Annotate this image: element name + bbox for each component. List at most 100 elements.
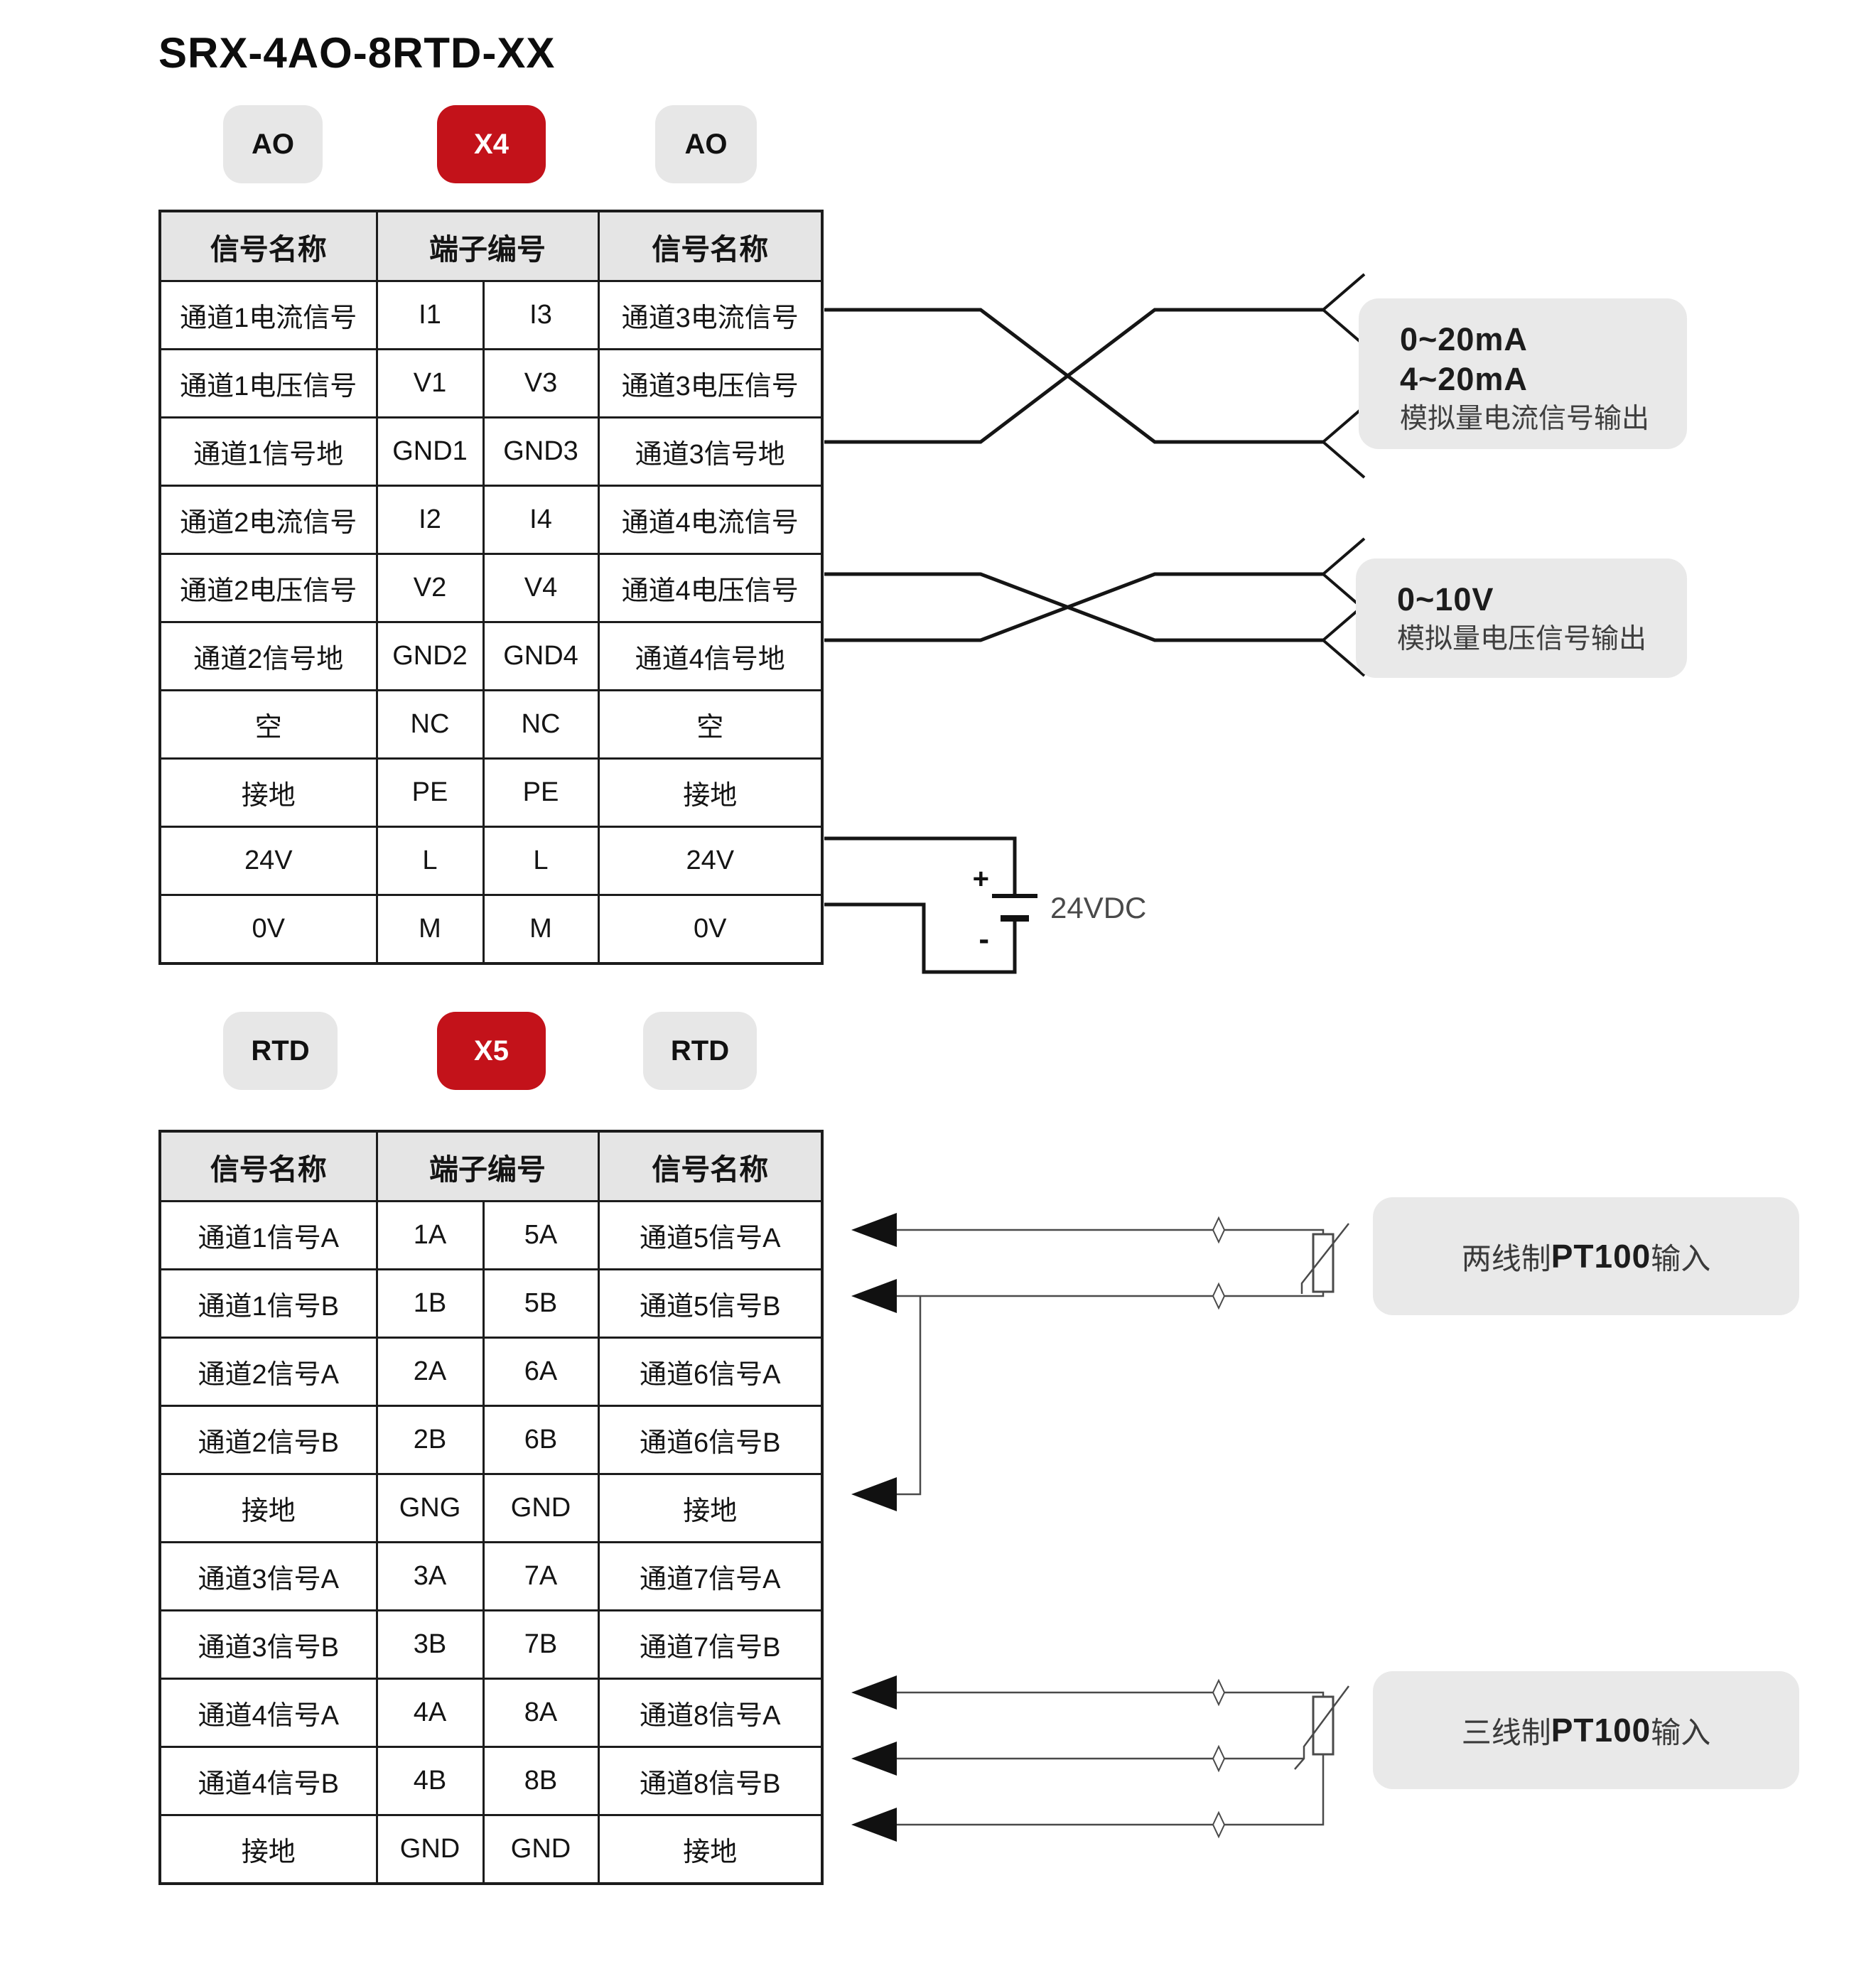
ao-cell-r8-c1: 接地 bbox=[158, 757, 378, 828]
ao-cell-r3-c3: GND3 bbox=[482, 416, 600, 487]
rtd-cell-r1-c2: 1A bbox=[375, 1200, 485, 1270]
rtd-cell-r4-c2: 2B bbox=[375, 1405, 485, 1475]
ao-cell-r6-c3: GND4 bbox=[482, 621, 600, 691]
ao-cell-r1-c4: 通道3电流信号 bbox=[597, 280, 824, 350]
rtd-cell-r8-c4: 通道8信号A bbox=[597, 1678, 824, 1748]
ao-cell-r10-c1: 0V bbox=[158, 894, 378, 965]
rtd-header-signal-right: 信号名称 bbox=[597, 1130, 824, 1202]
ao-cell-r1-c2: I1 bbox=[375, 280, 485, 350]
pt100-two-wire-model: PT100 bbox=[1551, 1238, 1651, 1275]
pt100-three-wire-prefix: 三线制 bbox=[1461, 1715, 1551, 1749]
rtd-cell-r5-c3: GND bbox=[482, 1473, 600, 1543]
pt100-three-wire-model: PT100 bbox=[1551, 1712, 1651, 1749]
pt100-two-wire-annotation: 两线制 PT100 输入 bbox=[1373, 1197, 1799, 1315]
rtd-cell-r1-c1: 通道1信号A bbox=[158, 1200, 378, 1270]
ao-cell-r9-c1: 24V bbox=[158, 826, 378, 896]
arrow-icon bbox=[851, 1279, 897, 1313]
pt100-three-wire-circuit bbox=[851, 1675, 1350, 1842]
rtd-cell-r4-c4: 通道6信号B bbox=[597, 1405, 824, 1475]
ao-cell-r2-c4: 通道3电压信号 bbox=[597, 348, 824, 419]
rtd-cell-r9-c4: 通道8信号B bbox=[597, 1746, 824, 1816]
rtd-cell-r10-c4: 接地 bbox=[597, 1814, 824, 1885]
ao-cell-r5-c2: V2 bbox=[375, 553, 485, 623]
rtd-cell-r2-c3: 5B bbox=[482, 1268, 600, 1339]
x4-connector-badge: X4 bbox=[437, 105, 546, 183]
ao-left-badge: AO bbox=[223, 105, 323, 183]
arrow-icon bbox=[851, 1742, 897, 1776]
ao-cell-r9-c4: 24V bbox=[597, 826, 824, 896]
ao-cell-r2-c3: V3 bbox=[482, 348, 600, 419]
rtd-cell-r6-c4: 通道7信号A bbox=[597, 1541, 824, 1611]
ao-cell-r4-c3: I4 bbox=[482, 485, 600, 555]
rtd-cell-r10-c2: GND bbox=[375, 1814, 485, 1885]
rtd-cell-r3-c3: 6A bbox=[482, 1337, 600, 1407]
voltage-output-wires bbox=[824, 537, 1366, 677]
rtd-cell-r4-c1: 通道2信号B bbox=[158, 1405, 378, 1475]
wire-joint-diamond bbox=[1212, 1810, 1226, 1839]
wire-joint-diamond bbox=[1212, 1282, 1226, 1310]
voltage-output-desc: 模拟量电压信号输出 bbox=[1397, 624, 1647, 654]
rtd-cell-r2-c1: 通道1信号B bbox=[158, 1268, 378, 1339]
ao-cell-r5-c3: V4 bbox=[482, 553, 600, 623]
rtd-cell-r6-c2: 3A bbox=[375, 1541, 485, 1611]
ao-cell-r7-c2: NC bbox=[375, 689, 485, 760]
ao-right-badge-label: AO bbox=[684, 128, 728, 160]
power-supply-wires: + - 24VDC bbox=[824, 836, 1146, 974]
ao-cell-r7-c1: 空 bbox=[158, 689, 378, 760]
rtd-cell-r7-c3: 7B bbox=[482, 1609, 600, 1680]
pt100-three-wire-annotation: 三线制 PT100 输入 bbox=[1373, 1671, 1799, 1789]
pt100-two-wire-suffix: 输入 bbox=[1651, 1241, 1711, 1275]
arrow-icon bbox=[851, 1675, 897, 1710]
rtd-cell-r7-c2: 3B bbox=[375, 1609, 485, 1680]
current-output-wires bbox=[824, 273, 1366, 479]
ao-cell-r6-c4: 通道4信号地 bbox=[597, 621, 824, 691]
ao-cell-r2-c2: V1 bbox=[375, 348, 485, 419]
voltage-range: 0~10V bbox=[1397, 581, 1494, 617]
pt100-three-wire-suffix: 输入 bbox=[1651, 1715, 1711, 1749]
ao-header-signal-left: 信号名称 bbox=[158, 210, 378, 282]
rtd-cell-r6-c3: 7A bbox=[482, 1541, 600, 1611]
rtd-cell-r4-c3: 6B bbox=[482, 1405, 600, 1475]
rtd-cell-r9-c2: 4B bbox=[375, 1746, 485, 1816]
ao-cell-r9-c3: L bbox=[482, 826, 600, 896]
rtd-header-terminal: 端子编号 bbox=[375, 1130, 600, 1202]
battery-plus-sign: + bbox=[973, 863, 989, 895]
rtd-header-signal-left: 信号名称 bbox=[158, 1130, 378, 1202]
x5-connector-badge: X5 bbox=[437, 1012, 546, 1090]
ao-cell-r1-c1: 通道1电流信号 bbox=[158, 280, 378, 350]
current-range-1: 0~20mA bbox=[1400, 321, 1528, 357]
ao-cell-r6-c1: 通道2信号地 bbox=[158, 621, 378, 691]
ao-cell-r4-c2: I2 bbox=[375, 485, 485, 555]
rtd-cell-r5-c1: 接地 bbox=[158, 1473, 378, 1543]
arrow-icon bbox=[851, 1477, 897, 1511]
rtd-left-badge-label: RTD bbox=[251, 1035, 310, 1067]
pt100-two-wire-prefix: 两线制 bbox=[1461, 1241, 1551, 1275]
wire-joint-diamond bbox=[1212, 1678, 1226, 1707]
ao-cell-r5-c4: 通道4电压信号 bbox=[597, 553, 824, 623]
rtd-cell-r3-c2: 2A bbox=[375, 1337, 485, 1407]
ao-left-badge-label: AO bbox=[252, 128, 294, 160]
rtd-cell-r9-c1: 通道4信号B bbox=[158, 1746, 378, 1816]
arrow-icon bbox=[851, 1808, 897, 1842]
wire-joint-diamond bbox=[1212, 1744, 1226, 1773]
rtd-cell-r9-c3: 8B bbox=[482, 1746, 600, 1816]
ao-cell-r3-c1: 通道1信号地 bbox=[158, 416, 378, 487]
rtd-cell-r8-c1: 通道4信号A bbox=[158, 1678, 378, 1748]
ao-cell-r4-c4: 通道4电流信号 bbox=[597, 485, 824, 555]
ao-cell-r4-c1: 通道2电流信号 bbox=[158, 485, 378, 555]
page-title: SRX-4AO-8RTD-XX bbox=[158, 29, 556, 77]
arrow-icon bbox=[851, 1213, 897, 1247]
x4-badge-label: X4 bbox=[474, 128, 509, 160]
